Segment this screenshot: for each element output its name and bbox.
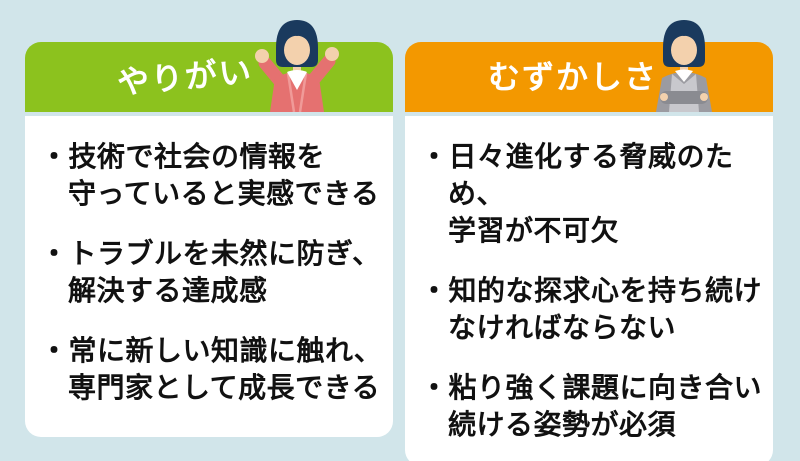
list-item: ・トラブルを未然に防ぎ、 解決する達成感 (40, 238, 381, 306)
difficulties-card-title: むずかしさ (487, 59, 658, 95)
rewards-list: ・技術で社会の情報を 守っていると実感できる ・トラブルを未然に防ぎ、 解決する… (25, 116, 393, 437)
list-item: ・技術で社会の情報を 守っていると実感できる (40, 141, 380, 209)
difficulties-card-header: むずかしさ (405, 20, 773, 112)
business-woman-illustration (656, 20, 712, 112)
rewards-card: やりがい (25, 20, 393, 437)
rewards-card-header: やりがい (25, 20, 393, 112)
list-item: ・粘り強く課題に向き合い 続ける姿勢が必須 (420, 372, 763, 440)
cheering-woman-illustration (255, 20, 339, 112)
list-item: ・常に新しい知識に触れ、 専門家として成長できる (40, 335, 383, 403)
difficulties-list: ・日々進化する脅威のため、 学習が不可欠 ・知的な探求心を持ち続け なければなら… (405, 116, 773, 461)
difficulties-card: むずかしさ (405, 20, 773, 461)
list-item: ・日々進化する脅威のため、 学習が不可欠 (420, 141, 734, 246)
list-item: ・知的な探求心を持ち続け なければならない (420, 275, 763, 343)
